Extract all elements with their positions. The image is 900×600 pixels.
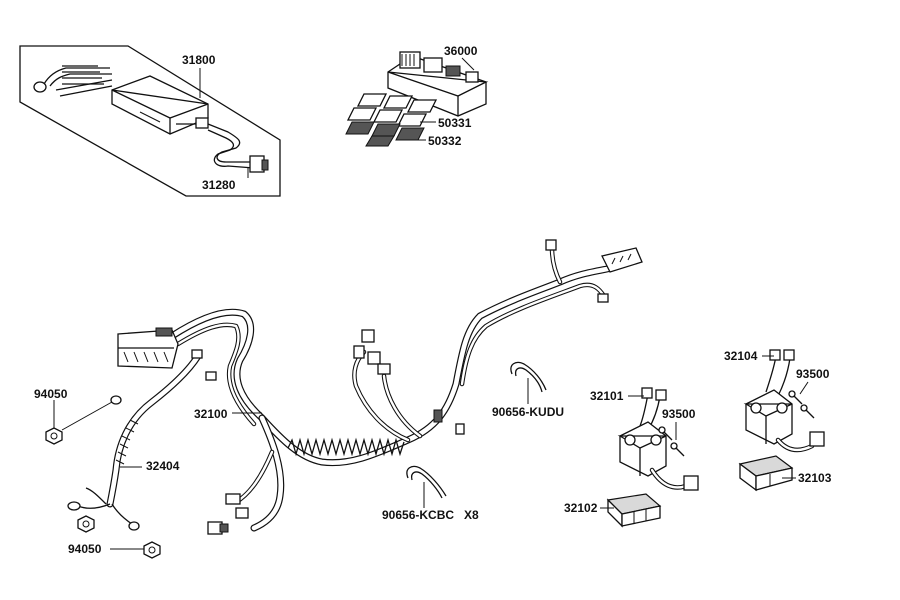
harness-connector-left — [117, 327, 179, 369]
charger-group: 31800 31280 — [19, 45, 281, 197]
label-31280: 31280 — [202, 178, 236, 192]
harness-connectors-lower — [207, 493, 249, 535]
label-93500-left: 93500 — [662, 407, 696, 421]
screws-93500-left: 93500 — [658, 407, 696, 457]
cable-tie-kcbc: 90656-KCBC X8 — [382, 465, 479, 522]
nut-94050-lower: 94050 — [68, 515, 161, 559]
label-32102: 32102 — [564, 501, 598, 515]
label-94050-lower: 94050 — [68, 542, 102, 556]
label-32404: 32404 — [146, 459, 180, 473]
charger-output-cable — [207, 123, 269, 173]
label-36000: 36000 — [444, 44, 478, 58]
label-90656-kcbc: 90656-KCBC — [382, 508, 454, 522]
bracket-32102 — [606, 493, 662, 528]
label-90656-kudu: 90656-KUDU — [492, 405, 564, 419]
screws-93500-right: 93500 — [788, 367, 830, 419]
label-x8: X8 — [464, 508, 479, 522]
module-group: 36000 50331 50332 — [345, 44, 489, 148]
charger-box — [111, 75, 209, 135]
leader-93500-right — [799, 381, 809, 395]
label-31800: 31800 — [182, 53, 216, 67]
label-32100: 32100 — [194, 407, 228, 421]
sensor-32101-group: 32101 32102 — [564, 387, 699, 528]
label-32101: 32101 — [590, 389, 624, 403]
charger-input-cable — [33, 65, 113, 97]
label-32103: 32103 — [798, 471, 832, 485]
label-50331: 50331 — [438, 116, 472, 130]
harness-connectors-center — [353, 329, 465, 435]
module-36000 — [387, 51, 489, 117]
label-94050-upper: 94050 — [34, 387, 68, 401]
pads-50332 — [345, 121, 425, 147]
sub-harness-32404: 32404 — [67, 349, 217, 531]
harness-coil — [287, 437, 405, 457]
charger-group-frame — [19, 45, 281, 197]
nut-94050-upper: 94050 — [34, 387, 122, 445]
pads-50331 — [346, 93, 438, 127]
label-93500-right: 93500 — [796, 367, 830, 381]
harness-connector-right — [545, 239, 643, 303]
bracket-32103 — [738, 455, 794, 492]
leader-36000 — [461, 57, 475, 71]
main-harness-32100: 32100 — [117, 239, 643, 535]
sensor-32104-group: 32104 32103 — [724, 349, 832, 492]
label-32104: 32104 — [724, 349, 758, 363]
label-50332: 50332 — [428, 134, 462, 148]
cable-tie-kudu: 90656-KUDU — [492, 361, 564, 419]
